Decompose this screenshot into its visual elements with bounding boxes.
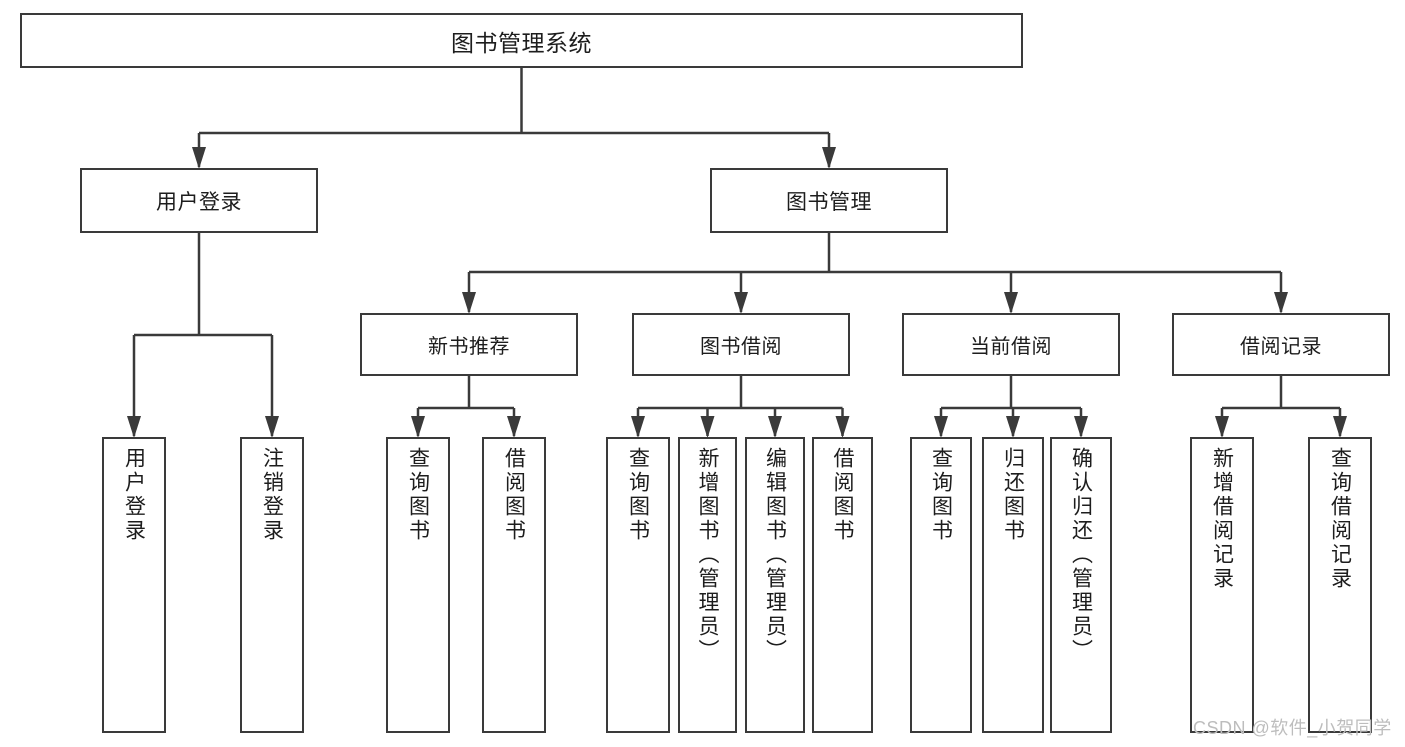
node-label: 查询借阅记录 [1328, 447, 1352, 591]
arrowhead-icon [734, 292, 748, 314]
node-current[interactable]: 当前借阅 [902, 313, 1120, 376]
node-label: 编辑图书（管理员） [763, 447, 787, 663]
arrowhead-icon [768, 416, 782, 438]
node-label: 新增借阅记录 [1210, 447, 1234, 591]
node-b4[interactable]: 借阅图书 [812, 437, 873, 733]
node-label: 图书管理系统 [451, 29, 592, 56]
arrowhead-icon [507, 416, 521, 438]
node-label: 归还图书 [1001, 447, 1025, 543]
node-r1[interactable]: 新增借阅记录 [1190, 437, 1254, 733]
arrowhead-icon [265, 416, 279, 438]
node-label: 借阅图书 [831, 447, 854, 543]
arrowhead-icon [700, 416, 715, 438]
node-l2[interactable]: 注销登录 [240, 437, 304, 733]
node-label: 注销登录 [260, 447, 284, 543]
node-n1[interactable]: 查询图书 [386, 437, 450, 733]
arrowhead-icon [822, 147, 836, 169]
arrowhead-icon [1274, 292, 1288, 314]
node-label: 查询图书 [626, 447, 650, 543]
arrowhead-icon [934, 416, 948, 438]
arrowhead-icon [631, 416, 645, 438]
arrowhead-icon [1004, 292, 1018, 314]
arrowhead-icon [1074, 416, 1088, 438]
node-label: 查询图书 [929, 447, 953, 543]
node-label: 借阅图书 [502, 447, 526, 543]
node-c1[interactable]: 查询图书 [910, 437, 972, 733]
node-bookmgmt[interactable]: 图书管理 [710, 168, 948, 233]
node-label: 借阅记录 [1240, 336, 1322, 358]
node-b2[interactable]: 新增图书（管理员） [678, 437, 737, 733]
node-c3[interactable]: 确认归还（管理员） [1050, 437, 1112, 733]
node-label: 用户登录 [156, 190, 242, 214]
node-label: 确认归还（管理员） [1069, 447, 1093, 663]
node-n2[interactable]: 借阅图书 [482, 437, 546, 733]
node-label: 图书管理 [786, 190, 872, 214]
arrowhead-icon [192, 147, 206, 169]
arrowhead-icon [462, 292, 476, 314]
node-root[interactable]: 图书管理系统 [20, 13, 1023, 68]
arrowhead-icon [1215, 416, 1229, 438]
arrowhead-icon [127, 416, 141, 438]
node-borrow[interactable]: 图书借阅 [632, 313, 850, 376]
watermark: CSDN @软件_小贺同学 [1193, 718, 1392, 738]
node-b1[interactable]: 查询图书 [606, 437, 670, 733]
node-r2[interactable]: 查询借阅记录 [1308, 437, 1372, 733]
node-label: 图书借阅 [700, 336, 782, 358]
node-newrec[interactable]: 新书推荐 [360, 313, 578, 376]
node-b3[interactable]: 编辑图书（管理员） [745, 437, 805, 733]
arrowhead-icon [1006, 416, 1020, 438]
arrowhead-icon [835, 416, 850, 438]
node-records[interactable]: 借阅记录 [1172, 313, 1390, 376]
node-login[interactable]: 用户登录 [80, 168, 318, 233]
node-l1[interactable]: 用户登录 [102, 437, 166, 733]
arrowhead-icon [411, 416, 425, 438]
node-label: 当前借阅 [970, 336, 1052, 358]
node-label: 新书推荐 [428, 336, 510, 358]
node-label: 查询图书 [406, 447, 430, 543]
arrowhead-icon [1333, 416, 1347, 438]
node-label: 用户登录 [122, 447, 146, 543]
node-label: 新增图书（管理员） [696, 447, 719, 663]
node-c2[interactable]: 归还图书 [982, 437, 1044, 733]
